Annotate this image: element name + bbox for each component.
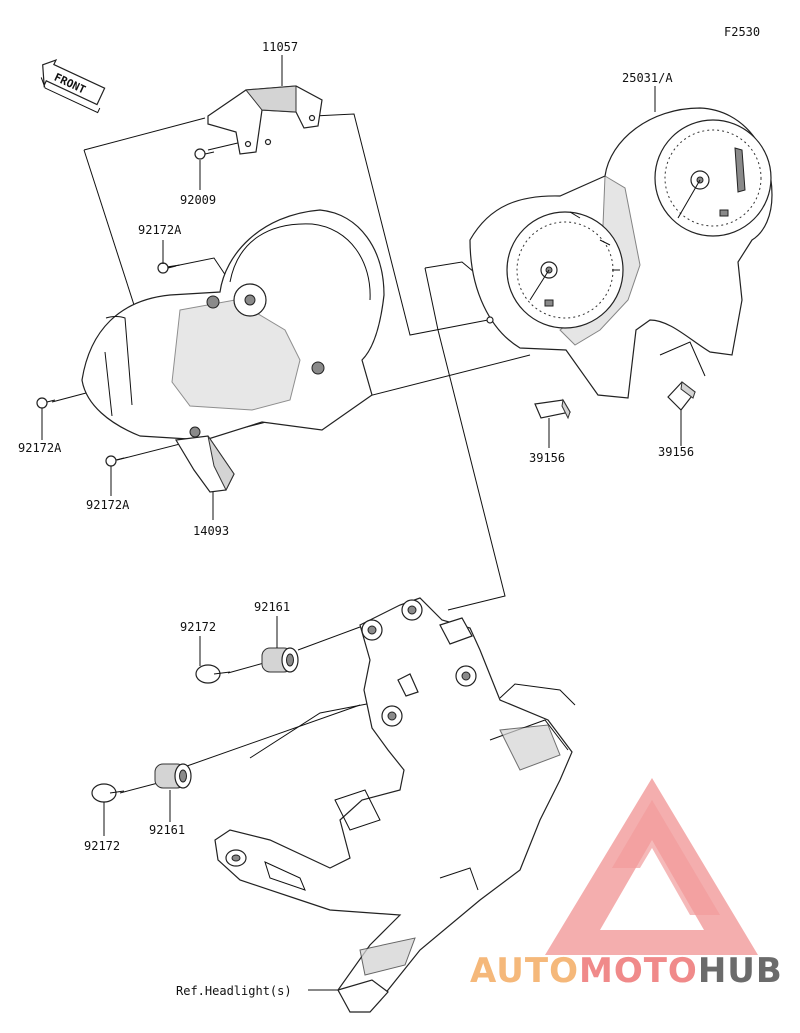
part-label-92161-bottom: 92161: [149, 823, 185, 837]
svg-text:AUTOMOTOHUB: AUTOMOTOHUB: [470, 951, 783, 991]
pad-39156-right: [667, 381, 696, 411]
front-direction-arrow: FRONT: [40, 58, 106, 114]
part-label-92161-top: 92161: [254, 600, 290, 614]
part-label-92172a-bottom: 92172A: [86, 498, 130, 512]
part-number-labels: 11057 25031/A 92009 92172A 92172A 92172A…: [18, 40, 694, 998]
figure-code: F2530: [724, 25, 760, 39]
bracket-11057: [207, 85, 323, 155]
screw-92172a-top: [157, 262, 177, 274]
pad-39156-left: [534, 398, 571, 420]
part-label-92172a-left: 92172A: [18, 441, 62, 455]
watermark-triangle-logo: [545, 778, 758, 955]
watermark-hub: HUB: [698, 951, 783, 991]
damper-92161-bottom: [154, 763, 192, 789]
part-label-39156-right: 39156: [658, 445, 694, 459]
meter-assembly-25031a: [469, 107, 773, 399]
meter-cover: [81, 209, 385, 441]
damper-92161-top: [261, 647, 299, 673]
screw-92009: [194, 148, 215, 160]
collar-92172-top: [195, 664, 231, 684]
automotohub-watermark: AUTOMOTOHUB: [470, 778, 783, 991]
ref-headlight-label: Ref.Headlight(s): [176, 984, 292, 998]
part-label-92172a-top: 92172A: [138, 223, 182, 237]
collar-92172-bottom: [91, 783, 125, 803]
part-label-14093: 14093: [193, 524, 229, 538]
meter-stay-frame: [214, 597, 576, 1013]
part-label-25031a: 25031/A: [622, 71, 673, 85]
label-leader-lines: [41, 55, 682, 836]
part-label-92172-bottom: 92172: [84, 839, 120, 853]
part-label-11057: 11057: [262, 40, 298, 54]
watermark-auto: AUTO: [470, 951, 579, 991]
screw-92172a-left: [36, 397, 56, 409]
part-label-92172-top: 92172: [180, 620, 216, 634]
cover-piece-14093: [175, 435, 235, 493]
screw-92172a-bottom: [105, 455, 125, 467]
part-label-39156-left: 39156: [529, 451, 565, 465]
part-label-92009: 92009: [180, 193, 216, 207]
watermark-moto: MOTO: [579, 951, 698, 991]
